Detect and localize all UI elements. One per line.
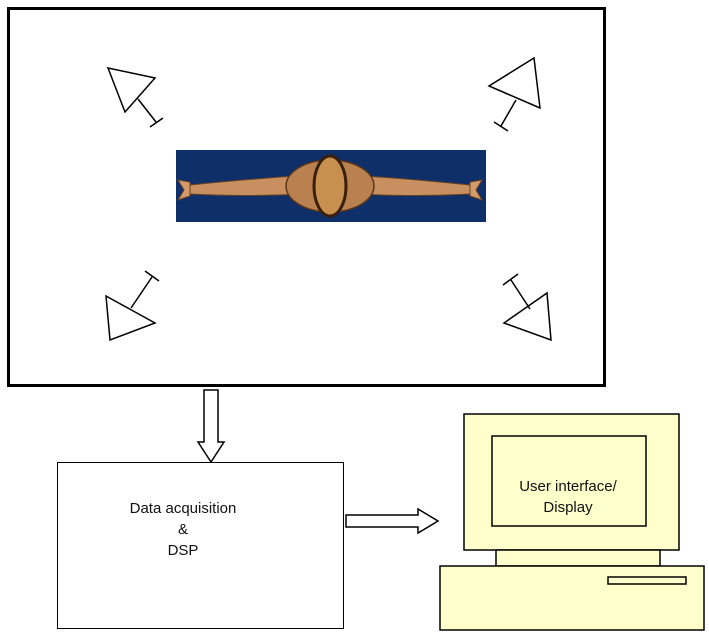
- arrow-icon-down: [196, 389, 226, 464]
- user-interface-label: User interface/ Display: [492, 476, 644, 518]
- dsp-label-line2: &: [177, 521, 188, 538]
- screen-label-line1: User interface/: [519, 478, 617, 495]
- human-figure-icon: [176, 150, 486, 222]
- monitor-stand: [495, 549, 661, 567]
- monitor-screen: [491, 435, 647, 527]
- disk-drive-slot: [607, 576, 687, 585]
- data-acquisition-block: [57, 462, 344, 629]
- screen-label-line2: Display: [543, 499, 593, 516]
- arrow-icon-right: [345, 507, 440, 535]
- computer-icon: [439, 413, 705, 631]
- dsp-label-line1: Data acquisition: [129, 500, 237, 517]
- camera-icon-top-right: [487, 56, 541, 132]
- camera-icon-bottom-right: [502, 273, 552, 342]
- dsp-label-line3: DSP: [167, 542, 199, 559]
- camera-icon-bottom-left: [105, 270, 160, 342]
- camera-icon-top-left: [106, 66, 164, 128]
- data-acquisition-label: Data acquisition & DSP: [57, 498, 309, 561]
- computer-base-unit: [439, 565, 705, 631]
